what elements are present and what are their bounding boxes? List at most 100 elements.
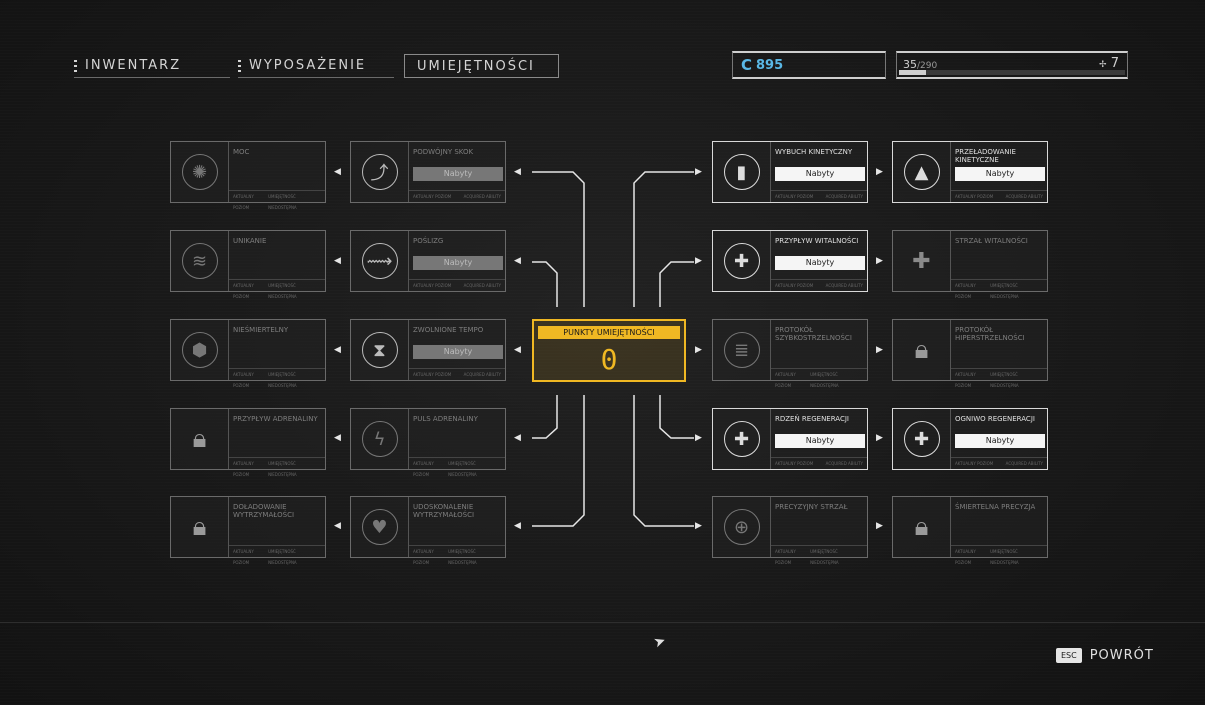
footer-right: ACQUIRED ABILITY: [1005, 461, 1043, 466]
footer-left: AKTUALNY POZIOM: [413, 194, 452, 199]
footer-left: AKTUALNY POZIOM: [955, 283, 976, 299]
acquired-badge: Nabyty: [955, 167, 1045, 181]
level-icon: ✢: [1099, 60, 1107, 70]
skill-card-protokol-hiperstrzelnosci[interactable]: 🔒︎ PROTOKÓŁ HIPERSTRZELNOŚCI AKTUALNY PO…: [892, 319, 1048, 388]
esc-key-icon: ESC: [1056, 648, 1082, 663]
skill-icon-box: ▲: [893, 142, 951, 202]
skill-card-protokol-szybkostrzelnosci[interactable]: ≣ PROTOKÓŁ SZYBKOSTRZELNOŚCI AKTUALNY PO…: [712, 319, 868, 388]
skill-card-udoskonalenie[interactable]: ♥ UDOSKONALENIE WYTRZYMAŁOŚCI AKTUALNY P…: [350, 496, 506, 565]
footer-right: UMIEJĘTNOŚĆ NIEDOSTĘPNA: [268, 461, 297, 477]
skill-card-doladowanie[interactable]: 🔒︎ DOŁADOWANIE WYTRZYMAŁOŚCI AKTUALNY PO…: [170, 496, 326, 565]
footer-right: UMIEJĘTNOŚĆ NIEDOSTĘPNA: [810, 549, 839, 565]
skill-footer: AKTUALNY POZIOM ACQUIRED ABILITY: [409, 368, 505, 380]
acquired-badge: Nabyty: [775, 167, 865, 181]
arrow-right-icon: ▶: [695, 167, 702, 177]
slide-icon: ⟿: [366, 250, 393, 272]
jump-icon: ⤴: [370, 163, 389, 184]
footer-left: AKTUALNY POZIOM: [413, 461, 434, 477]
skill-name: STRZAŁ WITALNOŚCI: [955, 237, 1028, 245]
lock-icon: 🔒︎: [914, 511, 929, 542]
skill-name: PRECYZYJNY STRZAŁ: [775, 503, 848, 511]
skill-icon-box: ⬢: [171, 320, 229, 380]
acquired-badge: Nabyty: [413, 256, 503, 270]
skill-card-wybuch-kinetyczny[interactable]: ▮ WYBUCH KINETYCZNY Nabyty AKTUALNY POZI…: [712, 141, 868, 203]
skill-card-przeladowanie[interactable]: ▲ PRZEŁADOWANIE KINETYCZNE Nabyty AKTUAL…: [892, 141, 1048, 203]
hourglass-icon: ⧗: [373, 339, 386, 361]
footer-right: UMIEJĘTNOŚĆ NIEDOSTĘPNA: [268, 549, 297, 565]
tab-equipment[interactable]: WYPOSAŻENIE: [238, 54, 394, 78]
skill-card-zwolnione-tempo[interactable]: ⧗ ZWOLNIONE TEMPO Nabyty AKTUALNY POZIOM…: [350, 319, 506, 381]
tab-label: INWENTARZ: [85, 58, 182, 73]
acquired-badge: Nabyty: [413, 345, 503, 359]
regen-cell-icon: ✚: [913, 428, 930, 450]
skill-name: NIEŚMIERTELNY: [233, 326, 289, 334]
skill-name: WYBUCH KINETYCZNY: [775, 148, 853, 156]
skill-card-przyplyw-witalnosci[interactable]: ✚ PRZYPŁYW WITALNOŚCI Nabyty AKTUALNY PO…: [712, 230, 868, 292]
arrow-left-icon: ◀: [334, 167, 341, 177]
skill-icon-box: 🔒︎: [893, 320, 951, 380]
skill-icon-box: ≣: [713, 320, 771, 380]
skill-name: PRZEŁADOWANIE KINETYCZNE: [955, 148, 1016, 164]
footer-right: UMIEJĘTNOŚĆ NIEDOSTĘPNA: [268, 194, 297, 210]
level-display: 35/290 ✢ 7: [896, 51, 1128, 79]
level-readout: ✢ 7: [1099, 56, 1119, 71]
acquired-badge: Nabyty: [955, 434, 1045, 448]
footer-left: AKTUALNY POZIOM: [955, 549, 976, 565]
medical-cross-icon: ✚: [733, 428, 750, 450]
footer-left: AKTUALNY POZIOM: [233, 372, 254, 388]
skill-icon-box: 🔒︎: [171, 409, 229, 469]
arrow-right-icon: ▶: [695, 521, 702, 531]
arrow-left-icon: ◀: [514, 256, 521, 266]
skill-card-ogniwo-regeneracji[interactable]: ✚ OGNIWO REGENERACJI Nabyty AKTUALNY POZ…: [892, 408, 1048, 470]
skill-name: OGNIWO REGENERACJI: [955, 415, 1035, 423]
footer-left: AKTUALNY POZIOM: [413, 283, 452, 288]
footer-left: AKTUALNY POZIOM: [413, 372, 452, 377]
bullet-icon: ▮: [736, 161, 747, 183]
ammo-icon: ≣: [733, 339, 750, 361]
footer-right: ACQUIRED ABILITY: [825, 283, 863, 288]
tab-inventory[interactable]: INWENTARZ: [74, 54, 230, 78]
acquired-badge: Nabyty: [775, 256, 865, 270]
arrow-left-icon: ◀: [514, 433, 521, 443]
skill-icon-box: ✚: [713, 231, 771, 291]
footer-left: AKTUALNY POZIOM: [233, 461, 254, 477]
lungs-icon: ♥: [371, 516, 388, 538]
tab-skills[interactable]: UMIEJĘTNOŚCI: [404, 54, 559, 78]
footer-right: ACQUIRED ABILITY: [463, 372, 501, 377]
skill-icon-box: 🔒︎: [893, 497, 951, 557]
footer-left: AKTUALNY POZIOM: [955, 461, 994, 466]
skill-name: ZWOLNIONE TEMPO: [413, 326, 484, 334]
skill-card-rdzen-regeneracji[interactable]: ✚ RDZEŃ REGENERACJI Nabyty AKTUALNY POZI…: [712, 408, 868, 470]
skill-icon-box: ✚: [713, 409, 771, 469]
arrow-left-icon: ◀: [514, 521, 521, 531]
skill-icon-box: ✺: [171, 142, 229, 202]
arrow-right-icon: ▶: [876, 256, 883, 266]
skill-footer: AKTUALNY POZIOM UMIEJĘTNOŚĆ NIEDOSTĘPNA: [229, 457, 325, 477]
skill-name: DOŁADOWANIE WYTRZYMAŁOŚCI: [233, 503, 295, 519]
skill-icon-box: ⤴: [351, 142, 409, 202]
back-button[interactable]: ESC POWRÓT: [1056, 648, 1154, 663]
arrow-left-icon: ◀: [334, 345, 341, 355]
arrow-left-icon: ◀: [514, 167, 521, 177]
arrow-right-icon: ▶: [876, 345, 883, 355]
footer-left: AKTUALNY POZIOM: [233, 549, 254, 565]
